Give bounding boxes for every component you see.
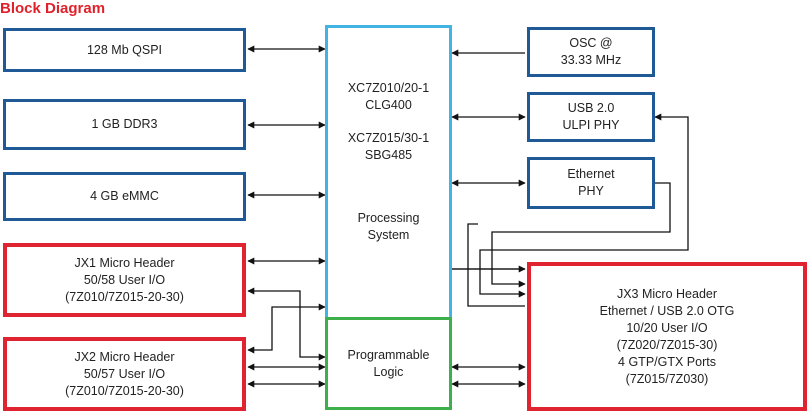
jx2-line-3: (7Z010/7Z015-20-30) xyxy=(65,383,184,398)
ethernet-phy-block: Ethernet PHY xyxy=(527,157,655,209)
ethernet-line-1: Ethernet xyxy=(567,167,615,181)
emmc-label: 4 GB eMMC xyxy=(90,189,159,203)
ps-line-6: System xyxy=(367,228,410,242)
jx1-line-2: 50/58 User I/O xyxy=(83,272,166,287)
ps-line-4: SBG485 xyxy=(364,148,413,162)
jx2-header-block: JX2 Micro Header 50/57 User I/O (7Z010/7… xyxy=(3,337,246,411)
usb-line-2: ULPI PHY xyxy=(562,118,620,132)
jx3-header-block: JX3 Micro Header Ethernet / USB 2.0 OTG … xyxy=(527,262,807,411)
ps-line-5: Processing xyxy=(357,211,420,225)
pl-line-2: Logic xyxy=(373,364,404,379)
jx3-line-1: JX3 Micro Header xyxy=(616,286,718,301)
osc-line-1: OSC @ xyxy=(569,36,613,50)
jx2-to-ps-link xyxy=(247,303,326,354)
ddr3-block: 1 GB DDR3 xyxy=(3,99,246,150)
jx3-line-3: 10/20 User I/O xyxy=(626,320,708,335)
usb-phy-block: USB 2.0 ULPI PHY xyxy=(527,92,655,142)
jx1-line-1: JX1 Micro Header xyxy=(74,255,175,270)
usb-to-jx3-link xyxy=(479,113,689,298)
jx2-line-2: 50/57 User I/O xyxy=(83,366,166,381)
qspi-block: 128 Mb QSPI xyxy=(3,28,246,72)
jx1-line-3: (7Z010/7Z015-20-30) xyxy=(65,289,184,304)
qspi-label: 128 Mb QSPI xyxy=(86,42,163,57)
ps-line-1: XC7Z010/20-1 xyxy=(347,81,430,95)
jx2-line-1: JX2 Micro Header xyxy=(74,349,175,364)
jx3-line-4: (7Z020/7Z015-30) xyxy=(616,337,718,352)
ps-line-2: CLG400 xyxy=(365,98,412,112)
osc-block: OSC @ 33.33 MHz xyxy=(527,27,655,77)
usb-line-1: USB 2.0 xyxy=(567,101,615,115)
emmc-block: 4 GB eMMC xyxy=(3,172,246,221)
ps-line-3: XC7Z015/30-1 xyxy=(347,131,430,145)
processing-system-block: XC7Z010/20-1 CLG400 XC7Z015/30-1 SBG485 … xyxy=(325,25,452,320)
jx3-line-2: Ethernet / USB 2.0 OTG xyxy=(599,303,735,318)
jx1-to-pl-link xyxy=(247,287,326,361)
ethernet-line-2: PHY xyxy=(578,184,604,198)
jx3-misc-link xyxy=(467,223,525,307)
programmable-logic-block: Programmable Logic xyxy=(325,317,452,410)
osc-line-2: 33.33 MHz xyxy=(560,53,622,67)
pl-line-1: Programmable xyxy=(347,347,430,362)
ddr3-label: 1 GB DDR3 xyxy=(91,117,158,131)
diagram-title: Block Diagram xyxy=(0,0,106,17)
jx1-header-block: JX1 Micro Header 50/58 User I/O (7Z010/7… xyxy=(3,243,246,317)
jx3-line-5: 4 GTP/GTX Ports xyxy=(618,354,716,369)
jx3-line-6: (7Z015/7Z030) xyxy=(625,371,709,386)
